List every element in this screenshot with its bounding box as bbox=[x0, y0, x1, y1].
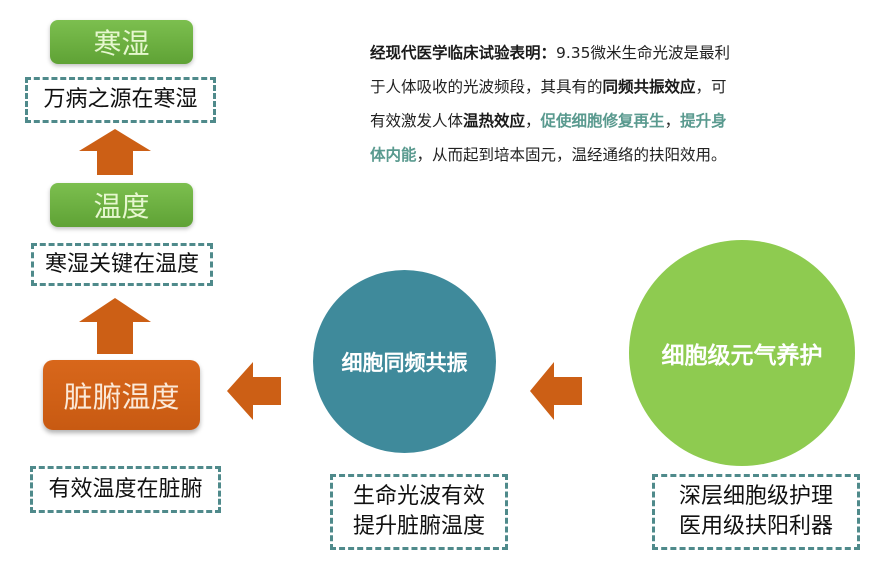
paragraph-seg2: ，可有效激发人体 bbox=[370, 78, 727, 130]
note-deep-cell-care-line2: 医用级扶阳利器 bbox=[678, 514, 833, 539]
circle-cell-resonance: 细胞同频共振 bbox=[313, 270, 496, 453]
node-temperature-label: 温度 bbox=[93, 190, 150, 223]
paragraph-lead: 经现代医学临床试验表明： bbox=[370, 44, 557, 62]
note-temperature-text: 寒湿关键在温度 bbox=[44, 251, 199, 277]
note-organ-temperature-text: 有效温度在脏腑 bbox=[48, 476, 203, 502]
arrow-left-icon bbox=[528, 360, 584, 422]
note-deep-cell-care: 深层细胞级护理 医用级扶阳利器 bbox=[652, 474, 860, 550]
paragraph-teal2: 提升身体内能 bbox=[370, 112, 727, 164]
node-cold-damp: 寒湿 bbox=[50, 20, 193, 64]
arrow-up-icon bbox=[75, 296, 155, 356]
node-temperature: 温度 bbox=[50, 183, 193, 227]
description-paragraph: 经现代医学临床试验表明：9.35微米生命光波是最利于人体吸收的光波频段，其具有的… bbox=[370, 36, 735, 172]
note-cold-damp: 万病之源在寒湿 bbox=[25, 77, 216, 123]
note-life-lightwave-line2: 提升脏腑温度 bbox=[352, 514, 485, 539]
circle-cell-vitality: 细胞级元气养护 bbox=[629, 240, 855, 466]
paragraph-bold1: 同频共振效应 bbox=[602, 78, 696, 96]
paragraph-seg1: 9.35微米生命光波是最利于人体吸收的光波频段，其具有的 bbox=[370, 44, 731, 96]
node-organ-temperature-label: 脏腑温度 bbox=[63, 380, 180, 414]
note-life-lightwave-line1: 生命光波有效 bbox=[352, 484, 485, 509]
paragraph-seg3: ， bbox=[525, 112, 541, 130]
note-deep-cell-care-line1: 深层细胞级护理 bbox=[678, 484, 833, 509]
paragraph-teal1: 促使细胞修复再生 bbox=[540, 112, 665, 130]
paragraph-seg5: ，从而起到培本固元，温经通络的扶阳效用。 bbox=[416, 146, 727, 164]
note-cold-damp-text: 万病之源在寒湿 bbox=[43, 87, 198, 112]
paragraph-bold2: 温热效应 bbox=[463, 112, 526, 130]
paragraph-seg4: ， bbox=[664, 112, 681, 130]
node-organ-temperature: 脏腑温度 bbox=[43, 360, 200, 430]
circle-cell-resonance-label: 细胞同频共振 bbox=[341, 350, 468, 375]
arrow-left-icon bbox=[225, 360, 283, 422]
arrow-up-icon bbox=[75, 127, 155, 177]
circle-cell-vitality-label: 细胞级元气养护 bbox=[661, 343, 823, 369]
note-temperature: 寒湿关键在温度 bbox=[31, 243, 213, 286]
note-organ-temperature: 有效温度在脏腑 bbox=[30, 466, 221, 513]
node-cold-damp-label: 寒湿 bbox=[93, 27, 150, 60]
note-life-lightwave: 生命光波有效 提升脏腑温度 bbox=[330, 474, 508, 550]
